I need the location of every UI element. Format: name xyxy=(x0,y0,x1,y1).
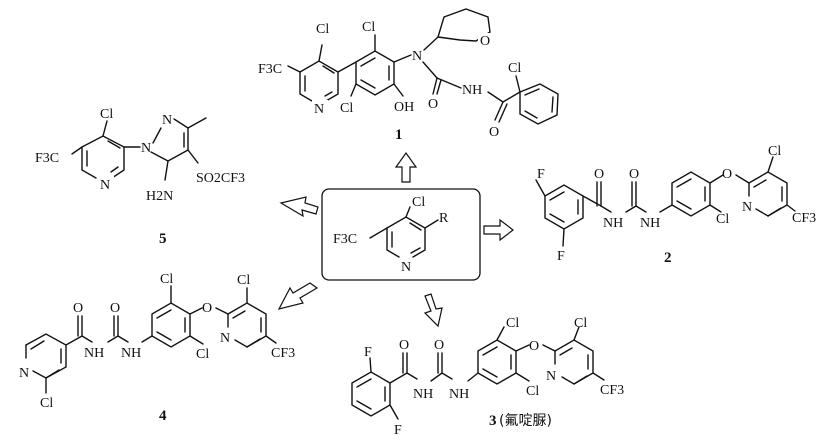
label-compound-3-name: (氟啶脲) xyxy=(499,413,552,429)
compound-2: F F O NH O NH Cl O Cl N CF3 xyxy=(535,144,816,266)
c5-cf3: F3C xyxy=(35,151,59,166)
c4-nh-a: NH xyxy=(84,346,104,361)
c1-urea-o: O xyxy=(428,97,438,112)
c1-cf3: F3C xyxy=(258,62,282,77)
c3-cl-a: Cl xyxy=(506,316,519,331)
c1-thp-o: O xyxy=(480,34,490,49)
c2-f-b: F xyxy=(557,249,565,264)
c4-cf3: CF3 xyxy=(271,346,295,361)
c1-oh: OH xyxy=(394,100,414,115)
c4-cl-a: Cl xyxy=(40,396,53,411)
c3-cl-c: Cl xyxy=(574,316,587,331)
c2-cl-b: Cl xyxy=(768,144,781,159)
c3-amide-o: O xyxy=(399,338,409,353)
c5-cl: Cl xyxy=(100,107,113,122)
c5-pz-n1: N xyxy=(141,141,151,156)
c3-nh-a: NH xyxy=(413,387,433,402)
c2-cf3: CF3 xyxy=(792,211,816,226)
c1-n: N xyxy=(412,49,422,64)
compound-5: N Cl F3C N N H2N SO2CF3 5 xyxy=(35,107,245,247)
core-cf3: F3C xyxy=(333,232,357,247)
c4-pyr-n: N xyxy=(19,366,29,381)
c2-nh-b: NH xyxy=(640,216,660,231)
label-compound-5: 5 xyxy=(159,231,167,247)
c4-cl-b: Cl xyxy=(160,272,173,287)
arrow-down xyxy=(423,293,443,328)
c1-pyr-n: N xyxy=(314,102,324,117)
c3-ether-o: O xyxy=(529,339,539,354)
c1-nh: NH xyxy=(462,83,482,98)
c1-cl-c: Cl xyxy=(340,101,353,116)
c5-pz-n2: N xyxy=(162,113,172,128)
c4-pyr2-n: N xyxy=(220,331,230,346)
label-compound-2: 2 xyxy=(664,250,672,266)
c1-cl-a: Cl xyxy=(316,22,329,37)
c4-cl-d: Cl xyxy=(237,273,250,288)
c5-nh2: H2N xyxy=(146,189,173,204)
compound-1: N Cl F3C Cl Cl OH N O O NH O xyxy=(258,8,559,143)
c3-pyr-n: N xyxy=(546,369,556,384)
c3-f-b: F xyxy=(394,423,402,438)
c2-pyr-n: N xyxy=(742,200,752,215)
label-compound-1: 1 xyxy=(395,127,403,143)
c2-ether-o: O xyxy=(722,167,732,182)
c2-cl-a: Cl xyxy=(716,212,729,227)
c1-amide-o: O xyxy=(489,125,499,140)
c2-urea-o: O xyxy=(629,167,639,182)
core-n: N xyxy=(401,260,411,275)
c5-pyr-n: N xyxy=(100,178,110,193)
c5-so2cf3: SO2CF3 xyxy=(196,171,245,186)
c3-urea-o: O xyxy=(434,338,444,353)
core-r: R xyxy=(439,211,449,226)
c4-amide-o: O xyxy=(73,301,83,316)
c3-f-a: F xyxy=(364,345,372,360)
core-cl: Cl xyxy=(412,195,425,210)
compound-4: N Cl O NH O NH Cl Cl O Cl xyxy=(19,272,295,424)
c4-urea-o: O xyxy=(110,301,120,316)
c3-nh-b: NH xyxy=(449,387,469,402)
c2-amide-o: O xyxy=(594,167,604,182)
arrow-right xyxy=(483,218,514,242)
arrow-upleft xyxy=(279,196,319,218)
c4-ether-o: O xyxy=(202,301,212,316)
c2-f-a: F xyxy=(537,167,545,182)
c4-nh-b: NH xyxy=(121,346,141,361)
c2-nh-a: NH xyxy=(603,216,623,231)
c4-cl-c: Cl xyxy=(196,347,209,362)
core-box xyxy=(321,188,481,281)
arrow-downleft xyxy=(277,282,319,310)
c1-cl-d: Cl xyxy=(508,61,521,76)
central-core: N Cl R F3C xyxy=(321,188,481,281)
label-compound-4: 4 xyxy=(159,408,167,424)
c1-cl-b: Cl xyxy=(362,20,375,35)
arrow-up xyxy=(394,151,418,183)
label-compound-3: 3 xyxy=(489,413,497,429)
c3-cl-b: Cl xyxy=(526,384,539,399)
compound-3: F F O NH O NH Cl Cl O Cl xyxy=(351,316,624,438)
c3-cf3: CF3 xyxy=(600,383,624,398)
